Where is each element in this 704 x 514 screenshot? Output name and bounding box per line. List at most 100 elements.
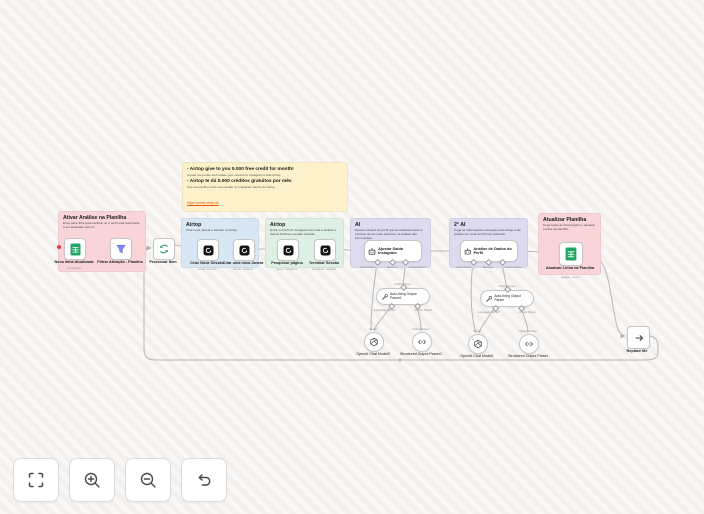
node-label: Structured Output Parser1 <box>400 352 442 356</box>
node-label: Auto-fixing Output Parser <box>494 293 521 302</box>
node-label: Criar Nova Sessão <box>190 261 224 265</box>
note-line-pt-bold: - Airtop te dá 5.000 créditos gratuitos … <box>187 179 292 184</box>
sticky-note-airtop-credits[interactable]: - Airtop give to you 5.000 free credit f… <box>182 162 348 212</box>
agent1-port-labels: Chat Model* Memory Output Parser <box>360 265 426 269</box>
note-line-pt-text: Crie seu perfil e inicie sua sessão no I… <box>187 185 276 189</box>
pill2-port-labels: Language Model* Output Parser <box>478 310 536 314</box>
zoom-out-button[interactable] <box>125 458 171 502</box>
node-sublabel: query: extraction <box>275 266 299 271</box>
node-sublabel: create: session <box>196 266 218 271</box>
node-ajustar-saida-instagram[interactable]: Ajustar Saída Instagram <box>364 240 422 262</box>
airtop-icon <box>203 245 213 255</box>
port-label: Language Model* <box>374 308 396 312</box>
canvas-controls <box>13 458 227 502</box>
node-label: Nova linha Atualizada <box>54 260 94 264</box>
node-processar-item[interactable] <box>153 238 175 260</box>
port-label: Output Parser <box>414 308 432 312</box>
filter-icon <box>116 244 126 254</box>
node-replace-me[interactable] <box>627 326 650 349</box>
trigger-pin-icon <box>57 245 61 249</box>
ai-agent-icon <box>368 247 376 255</box>
node-structured-parser[interactable] <box>519 334 539 354</box>
airtop-portal-link[interactable]: https://portal.airtop.ai/ <box>187 201 219 205</box>
node-label: Criar uma nova Janela <box>222 261 264 265</box>
port-label: Output Parser <box>518 310 536 314</box>
node-filtrar-ativacao[interactable] <box>110 238 132 260</box>
node-sublabel: terminate: session <box>311 266 337 271</box>
circle-top-label: Model <box>369 326 377 331</box>
undo-button[interactable] <box>181 458 227 502</box>
arrow-right-icon <box>635 334 643 341</box>
node-pesquisar-pagina[interactable] <box>277 239 299 261</box>
node-terminar-sessao[interactable] <box>314 239 336 261</box>
node-label: Processar Item <box>149 260 177 264</box>
node-structured-parser1[interactable] <box>412 332 432 352</box>
node-label: Terminar Sessão <box>308 261 340 265</box>
node-label: Auto-fixing Output Parser1 <box>390 291 417 300</box>
note-line-en-bold: - Airtop give to you 5.000 free credit f… <box>187 167 294 172</box>
sticky-title: Airtop <box>270 222 286 228</box>
structured-output-icon <box>525 341 533 347</box>
port-label: Memory <box>386 264 398 269</box>
node-sublabel: rowUpdate <box>66 265 82 270</box>
openai-icon <box>474 339 482 349</box>
openai-icon <box>370 337 378 347</box>
note-line-en-text: Create the profile and initiate your ses… <box>187 173 281 177</box>
node-label: Pesquisar página <box>271 261 303 265</box>
sticky-title: 2° AI <box>454 222 466 228</box>
sticky-desc: Essa parte filtra para verificar se o pe… <box>63 221 140 229</box>
sticky-desc: Pega todas as informações e atualiza a l… <box>543 223 595 231</box>
node-openai-chat-model3[interactable] <box>364 332 384 352</box>
zoom-out-icon <box>140 472 156 488</box>
node-label: Structured Output Parser <box>508 354 548 358</box>
node-nova-linha-atualizada[interactable] <box>64 238 86 260</box>
port-label: Memory <box>482 264 494 269</box>
node-analise-dados-perfil[interactable]: Análise de Dados do Perfil <box>460 240 518 262</box>
circle-top-label: Output Parser <box>519 328 537 333</box>
fit-view-icon <box>28 472 44 488</box>
node-sublabel: update: sheet <box>560 275 580 279</box>
undo-icon <box>198 474 211 486</box>
loop-icon <box>159 244 169 254</box>
wrench-icon <box>382 293 388 300</box>
port-label: Language Model* <box>478 310 500 314</box>
sticky-desc: Pega as informações entregues pelo Airto… <box>454 228 521 236</box>
node-criar-nova-janela[interactable] <box>233 239 255 261</box>
zoom-in-button[interactable] <box>69 458 115 502</box>
node-label: Replace Me <box>626 349 648 353</box>
zoom-in-icon <box>84 472 100 488</box>
node-label: Filtrar Ativação - Planilha <box>97 260 143 264</box>
sticky-note-update[interactable]: Atualizar Planilha Pega todas as informa… <box>538 213 601 275</box>
google-sheets-icon <box>70 243 80 255</box>
google-sheets-icon <box>565 247 577 261</box>
node-label: OpenAI Chat Model3 <box>356 352 390 356</box>
node-sublabel: create: window <box>232 266 253 271</box>
sticky-desc: Ajusta o Output do perfil que foi analis… <box>355 228 423 240</box>
pill1-port-labels: Language Model* Output Parser <box>374 308 432 312</box>
circle-top-label: Model <box>473 328 481 333</box>
sticky-title: Ativar Análise na Planilha <box>63 215 127 221</box>
port-label: Output Parser <box>504 264 522 269</box>
sticky-title: Atualizar Planilha <box>543 217 587 223</box>
node-label: OpenAI Chat Model1 <box>460 354 494 358</box>
sticky-desc: Entra no Perfil do Instagram faz toda a … <box>270 228 337 236</box>
structured-output-icon <box>418 339 426 345</box>
wrench-icon <box>486 295 493 302</box>
circle-top-label: Output Parser <box>412 326 430 331</box>
airtop-icon <box>320 245 330 255</box>
port-label: Output Parser <box>408 264 426 269</box>
fit-view-button[interactable] <box>13 458 59 502</box>
port-label: Chat Model* <box>360 264 376 269</box>
airtop-icon <box>283 245 293 255</box>
agent2-port-labels: Chat Model* Memory Output Parser <box>456 265 522 269</box>
node-label: Análise de Dados do Perfil <box>473 245 512 255</box>
ai-agent-icon <box>464 247 471 254</box>
node-label: Atualizar Linha na Planilha <box>545 266 595 270</box>
airtop-icon <box>239 245 249 255</box>
sticky-title: Airtop <box>186 222 202 228</box>
sticky-title: AI <box>355 222 361 228</box>
node-criar-nova-sessao[interactable] <box>197 239 219 261</box>
node-openai-chat-model1[interactable] <box>468 334 488 354</box>
node-atualizar-linha[interactable] <box>559 242 583 266</box>
